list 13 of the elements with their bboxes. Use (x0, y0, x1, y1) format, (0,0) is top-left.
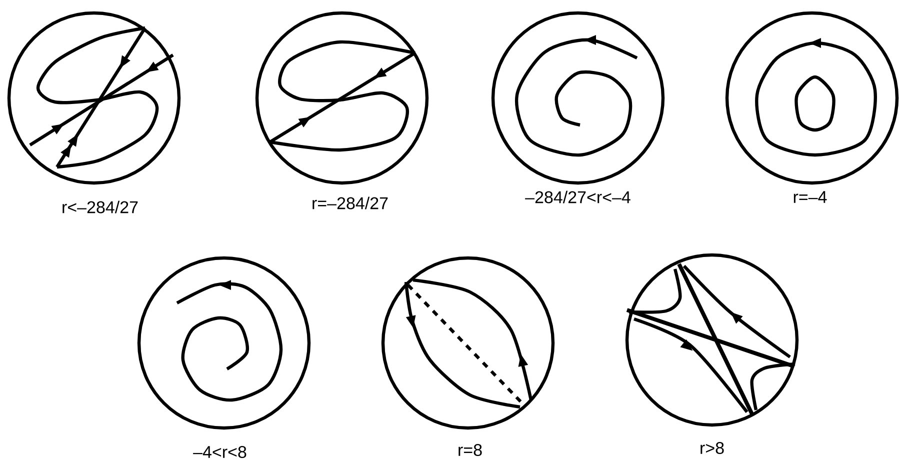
case-label: –284/27<r<–4 (525, 190, 630, 204)
phase-portrait-circle (137, 256, 311, 430)
case-label: r=–4 (794, 191, 827, 203)
phase-portrait-circle (7, 11, 181, 185)
case-label: r=–284/27 (312, 196, 388, 210)
case-label: r=8 (458, 444, 482, 456)
case-label: r>8 (700, 442, 724, 454)
phase-portrait-circle (381, 256, 555, 430)
phase-portrait-circle (491, 11, 665, 185)
phase-portrait-circle (725, 11, 899, 185)
case-label: –4<r<8 (193, 446, 246, 458)
case-label: r<–284/27 (62, 200, 138, 214)
phase-portrait-circle (255, 11, 429, 185)
